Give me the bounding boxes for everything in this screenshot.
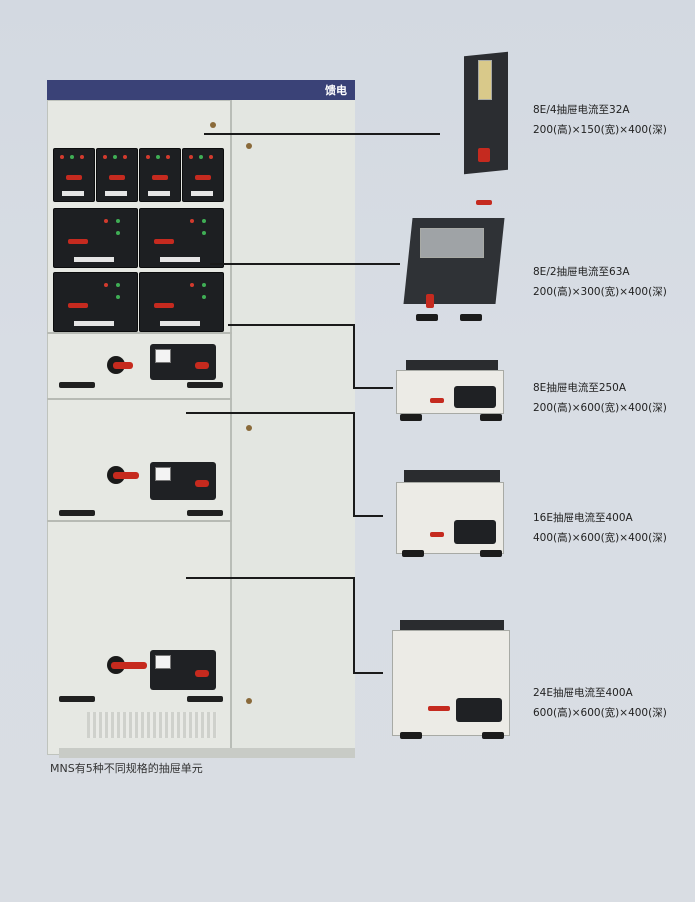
drawer-face-8e bbox=[47, 332, 232, 398]
screw-icon bbox=[246, 425, 252, 431]
cabinet-cable-compartment bbox=[232, 100, 355, 755]
unit-5-dims: 600(高)×600(宽)×400(深) bbox=[533, 707, 667, 719]
connector-line-2 bbox=[210, 263, 400, 265]
ventilation-grille bbox=[87, 712, 217, 738]
connector-line-3 bbox=[228, 324, 354, 326]
drawer-unit-8e2-image bbox=[400, 210, 510, 330]
unit-5-spec: 24E抽屉电流至400A 600(高)×600(宽)×400(深) bbox=[533, 683, 667, 723]
unit-2-name: 8E/2抽屉电流至63A bbox=[533, 266, 630, 278]
connector-line-4 bbox=[353, 515, 383, 517]
drawer-face-16e bbox=[47, 398, 232, 520]
drawer-module-8e4 bbox=[53, 148, 95, 202]
drawer-unit-8e-image bbox=[396, 360, 508, 424]
drawer-module-8e4 bbox=[96, 148, 138, 202]
connector-line-4 bbox=[353, 412, 355, 516]
unit-4-name: 16E抽屉电流至400A bbox=[533, 512, 633, 524]
figure-caption: MNS有5种不同规格的抽屉单元 bbox=[50, 762, 203, 775]
drawer-module-8e2 bbox=[53, 208, 138, 268]
screw-icon bbox=[246, 143, 252, 149]
drawer-unit-16e-image bbox=[396, 470, 508, 560]
unit-1-spec: 8E/4抽屉电流至32A 200(高)×150(宽)×400(深) bbox=[533, 100, 667, 140]
unit-5-name: 24E抽屉电流至400A bbox=[533, 687, 633, 699]
drawer-face-24e bbox=[47, 520, 232, 706]
unit-2-spec: 8E/2抽屉电流至63A 200(高)×300(宽)×400(深) bbox=[533, 262, 667, 302]
screw-icon bbox=[210, 122, 216, 128]
unit-3-dims: 200(高)×600(宽)×400(深) bbox=[533, 402, 667, 414]
cabinet-top-bar: 馈电 bbox=[47, 80, 355, 100]
connector-line-5 bbox=[186, 577, 354, 579]
unit-4-dims: 400(高)×600(宽)×400(深) bbox=[533, 532, 667, 544]
screw-icon bbox=[246, 698, 252, 704]
unit-3-name: 8E抽屉电流至250A bbox=[533, 382, 627, 394]
unit-1-dims: 200(高)×150(宽)×400(深) bbox=[533, 124, 667, 136]
drawer-module-8e2 bbox=[139, 272, 224, 332]
drawer-module-8e2 bbox=[139, 208, 224, 268]
cabinet-base bbox=[59, 748, 355, 758]
unit-2-dims: 200(高)×300(宽)×400(深) bbox=[533, 286, 667, 298]
drawer-module-8e4 bbox=[139, 148, 181, 202]
connector-line-5 bbox=[353, 577, 355, 673]
connector-line-3 bbox=[353, 387, 393, 389]
connector-line-3 bbox=[353, 324, 355, 388]
cabinet-label: 馈电 bbox=[325, 84, 347, 97]
drawer-unit-24e-image bbox=[392, 620, 512, 746]
switchgear-cabinet: 馈电 bbox=[47, 80, 355, 758]
drawer-module-8e2 bbox=[53, 272, 138, 332]
unit-1-name: 8E/4抽屉电流至32A bbox=[533, 104, 630, 116]
connector-line-4 bbox=[186, 412, 354, 414]
connector-line-1 bbox=[204, 133, 440, 135]
drawer-unit-8e4-image bbox=[458, 50, 518, 205]
cabinet-drawer-column bbox=[47, 100, 232, 755]
unit-4-spec: 16E抽屉电流至400A 400(高)×600(宽)×400(深) bbox=[533, 508, 667, 548]
connector-line-5 bbox=[353, 672, 383, 674]
drawer-module-8e4 bbox=[182, 148, 224, 202]
unit-3-spec: 8E抽屉电流至250A 200(高)×600(宽)×400(深) bbox=[533, 378, 667, 418]
